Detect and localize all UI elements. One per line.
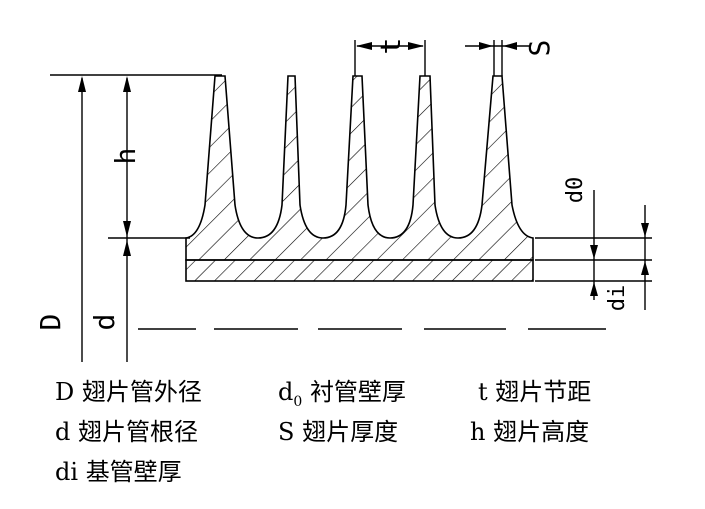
dim-di-arrow-bottom bbox=[641, 261, 649, 275]
dim-d-arrow bbox=[123, 240, 131, 256]
label-di: di bbox=[605, 285, 630, 312]
dim-h-arrow-top bbox=[123, 76, 131, 92]
legend-D: D 翅片管外径 bbox=[55, 378, 202, 406]
dim-di-arrow-top bbox=[641, 223, 649, 237]
label-S: S bbox=[523, 40, 556, 57]
legend-h: h 翅片高度 bbox=[470, 418, 590, 446]
legend-di: di 基管壁厚 bbox=[55, 458, 182, 486]
label-t: t bbox=[374, 38, 407, 55]
dim-S-arrow-right bbox=[503, 42, 517, 50]
legend-t: t 翅片节距 bbox=[478, 378, 592, 406]
label-d0: d0 bbox=[563, 177, 588, 204]
legend-d: d 翅片管根径 bbox=[55, 418, 199, 446]
dim-t-arrow-right bbox=[408, 42, 424, 50]
dim-S-arrow-left bbox=[479, 42, 493, 50]
legend-S: S 翅片厚度 bbox=[278, 418, 399, 446]
dim-d0-arrow-bottom bbox=[590, 282, 598, 296]
legend-d0: d0 衬管壁厚 bbox=[278, 378, 406, 410]
label-D: D bbox=[34, 314, 67, 331]
base-tube-wall bbox=[185, 259, 534, 282]
label-h: h bbox=[109, 148, 142, 165]
label-d: d bbox=[88, 314, 121, 331]
dim-D-arrow bbox=[78, 76, 86, 92]
dim-d0-arrow-top bbox=[590, 245, 598, 259]
dim-t-arrow-left bbox=[356, 42, 372, 50]
fin-profile bbox=[185, 75, 534, 261]
dim-h-arrow-bottom bbox=[123, 221, 131, 237]
